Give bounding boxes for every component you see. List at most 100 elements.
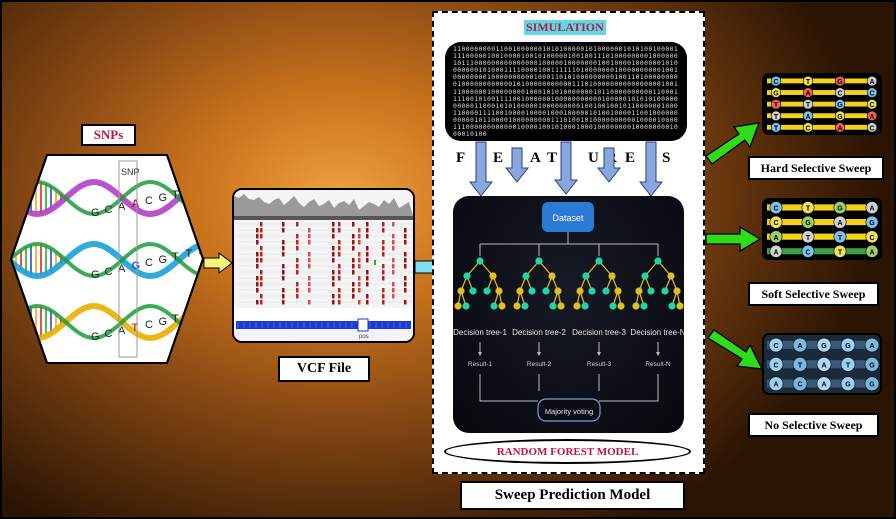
arrow-to-vcf [203, 252, 233, 274]
result-label: Result-3 [587, 361, 612, 368]
haplotype-base: A [869, 114, 874, 121]
dna-base-letter: G [159, 254, 168, 266]
haplotype-base: G [869, 220, 875, 227]
haplotype-base: T [774, 114, 779, 121]
features-letter: F [456, 150, 466, 166]
haplotype-base: G [821, 343, 827, 350]
haplotype-base: C [773, 220, 778, 227]
binary-matrix-text: 1100000000110010000001010100000101000000… [453, 46, 679, 138]
dna-base-letter: T [172, 313, 179, 325]
haplotype-base: A [837, 220, 842, 227]
dna-base-letter: C [105, 266, 113, 278]
haplotype-base: G [837, 114, 843, 121]
dna-snp-illustration: GCAACGTTGCAGCGTTAGGCATCGTTA SNP [9, 154, 205, 364]
haplotype-base: A [869, 206, 874, 213]
haplotype-base: T [806, 206, 811, 213]
dna-base-letter: G [159, 316, 168, 328]
haplotype-base: A [869, 249, 874, 256]
dna-base-letter: A [199, 307, 205, 319]
haplotype-base: G [845, 343, 851, 350]
haplotype-base: A [869, 79, 874, 86]
decision-tree-label: Decision tree-2 [512, 328, 566, 337]
haplotype-base: A [773, 382, 778, 389]
down-arrow-icon [504, 147, 530, 183]
haplotype-base: A [773, 235, 778, 242]
haplotype-base: C [773, 362, 778, 369]
dna-base-letter: G [91, 269, 100, 281]
simulation-label: SIMULATION [524, 20, 606, 35]
haplotype-base: T [838, 235, 843, 242]
haplotype-base: A [821, 382, 826, 389]
dna-base-letter: G [159, 192, 168, 204]
dna-base-letter: T [172, 189, 179, 201]
features-letter: S [662, 150, 671, 166]
haplotype-base: C [869, 102, 874, 109]
haplotype-base: T [838, 249, 843, 256]
dna-base-letter: C [145, 195, 153, 207]
dna-base-letter: A [118, 201, 126, 213]
dna-base-letter: C [145, 257, 153, 269]
dna-base-letter: T [172, 251, 179, 263]
random-forest-model-label: RANDOM FOREST MODEL [444, 439, 691, 464]
dna-base-letter: T [186, 310, 193, 322]
haplotype-base: C [805, 125, 810, 132]
hard-sweep-label: Hard Selective Sweep [748, 156, 884, 180]
down-arrow-icon [638, 141, 664, 197]
haplotype-base: T [846, 362, 851, 369]
haplotype-base: G [773, 91, 779, 98]
haplotype-base: G [837, 102, 843, 109]
dna-base-letter: C [105, 328, 113, 340]
sweep-prediction-model-label: Sweep Prediction Model [460, 481, 685, 510]
haplotype-base: T [798, 362, 803, 369]
down-arrow-icon [553, 141, 579, 195]
dataset-label: Dataset [552, 213, 584, 223]
soft-sweep-visual: CTGACGAGATTCACTATTGA [762, 198, 882, 260]
haplotype-base: T [806, 235, 811, 242]
haplotype-base: G [805, 220, 811, 227]
decision-tree-label: Decision tree-1 [453, 328, 507, 337]
haplotype-base: A [837, 125, 842, 132]
result-label: Result-1 [468, 361, 493, 368]
dna-base-letter: A [132, 198, 140, 210]
haplotype-base: G [837, 206, 843, 213]
features-letter: U [588, 150, 599, 166]
snp-column-label: SNP [121, 167, 140, 177]
haplotype-base: C [773, 206, 778, 213]
down-arrow-icon [468, 141, 494, 197]
features-letter: E [625, 150, 636, 166]
arrow-to-soft-sweep [705, 226, 762, 253]
haplotype-base: G [837, 79, 843, 86]
haplotype-base: T [806, 79, 811, 86]
dataset-node [542, 202, 594, 232]
haplotype-base: C [773, 343, 778, 350]
dna-base-letter: G [91, 331, 100, 343]
dna-base-letter: A [118, 325, 126, 337]
result-label: Result-N [645, 361, 671, 368]
arrow-to-no-sweep [707, 329, 764, 370]
simulation-binary-data: 1100000000110010000001010100000101000000… [445, 42, 687, 141]
arrow-to-hard-sweep [705, 122, 761, 165]
vcf-footer-label: pos [359, 334, 369, 340]
dna-base-letter: T [186, 248, 193, 260]
haplotype-base: C [837, 91, 842, 98]
dna-base-letter: C [145, 319, 153, 331]
haplotype-base: G [869, 382, 875, 389]
dna-base-letter: A [118, 263, 126, 275]
haplotype-base: C [869, 91, 874, 98]
haplotype-base: T [774, 102, 779, 109]
haplotype-base: C [773, 79, 778, 86]
snps-label: SNPs [81, 124, 136, 146]
majority-voting-label: Majority voting [545, 407, 593, 416]
dna-base-letter: T [186, 186, 193, 198]
haplotype-base: C [797, 382, 802, 389]
feature-arrows [468, 141, 664, 197]
soft-sweep-label: Soft Selective Sweep [748, 282, 879, 306]
majority-voting-node [537, 398, 601, 422]
dna-base-letter: T [132, 322, 139, 334]
